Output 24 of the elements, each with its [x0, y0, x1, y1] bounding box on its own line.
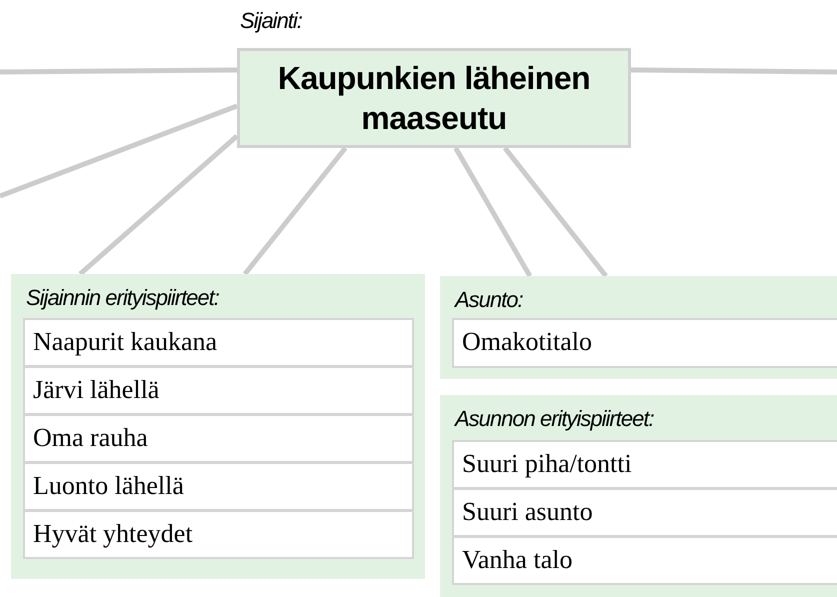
- list-item-box: Hyvät yhteydet: [23, 510, 414, 559]
- topic-title: Kaupunkien läheinen maaseutu: [276, 59, 592, 138]
- list-item-box: Oma rauha: [23, 414, 414, 463]
- category-panel: [440, 395, 837, 597]
- list-item-box: Suuri piha/tontti: [452, 440, 837, 489]
- panel-heading: Sijainnin erityispiirteet:: [26, 285, 219, 311]
- connector-line: [454, 146, 532, 278]
- connector-line: [78, 134, 239, 276]
- list-item-box: Järvi lähellä: [23, 366, 414, 415]
- connector-line: [630, 68, 837, 74]
- connector-line: [502, 146, 608, 278]
- list-item-box: Suuri asunto: [452, 488, 837, 537]
- category-panel: [440, 276, 837, 379]
- connector-line: [0, 104, 238, 198]
- list-item-box: Naapurit kaukana: [23, 318, 414, 367]
- connector-line: [242, 146, 348, 276]
- topic-heading: Sijainti:: [240, 8, 302, 34]
- connector-line: [0, 68, 238, 74]
- category-panel: [11, 274, 425, 579]
- list-item-box: Vanha talo: [452, 536, 837, 585]
- list-item-box: Luonto lähellä: [23, 462, 414, 511]
- panel-heading: Asunto:: [455, 287, 523, 313]
- panel-heading: Asunnon erityispiirteet:: [455, 406, 654, 432]
- list-item-box: Omakotitalo: [452, 318, 837, 368]
